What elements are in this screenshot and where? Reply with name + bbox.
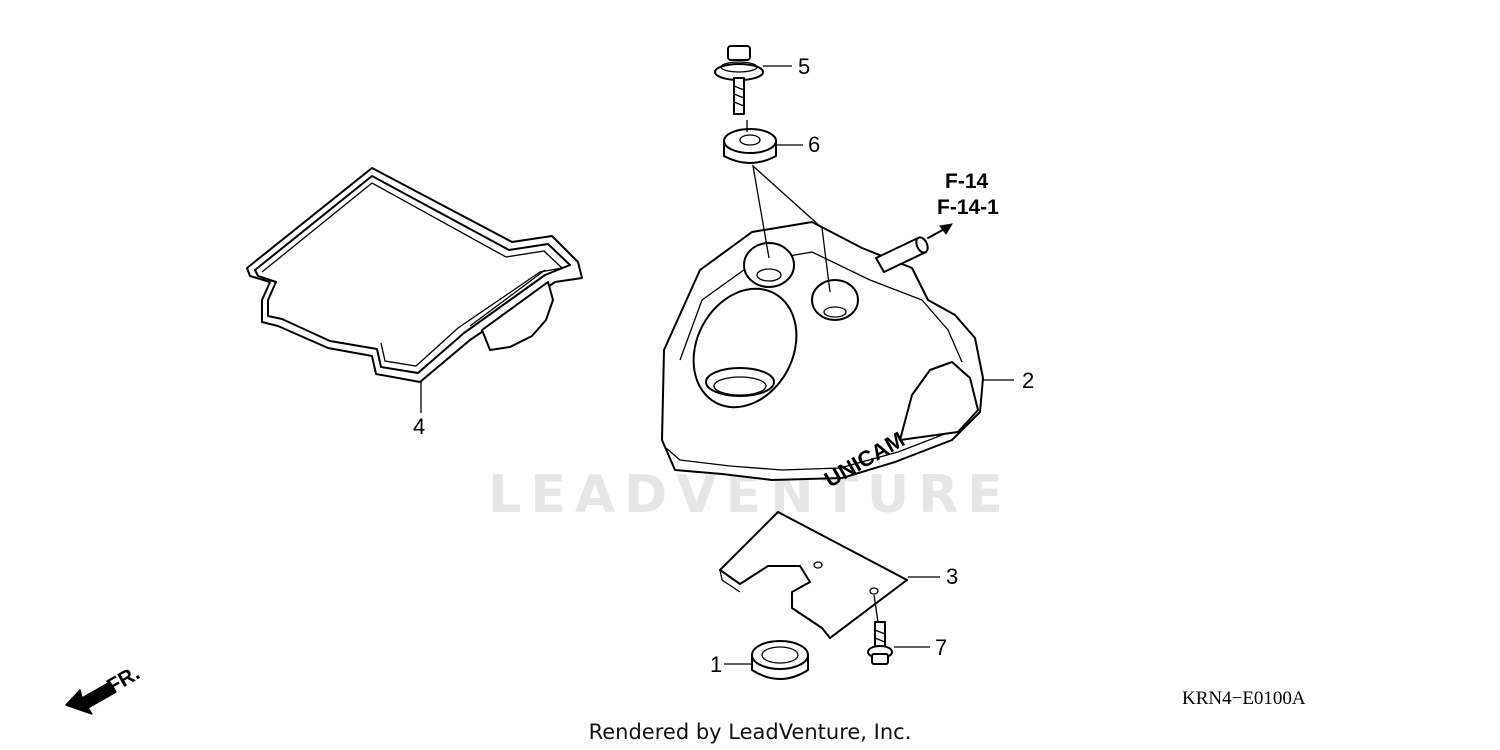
diagram-code: KRN4−E0100A <box>1182 688 1306 709</box>
cylinder-head-cover-part-2[interactable]: UNICAM <box>661 221 984 492</box>
callout-1[interactable]: 1 <box>710 652 722 677</box>
ref-f-14-1[interactable]: F-14-1 <box>937 196 999 219</box>
bolt-part-7[interactable] <box>867 621 893 665</box>
callout-2[interactable]: 2 <box>1022 368 1034 393</box>
bolt-part-5[interactable] <box>714 45 764 115</box>
callout-6[interactable]: 6 <box>808 132 820 157</box>
seal-ring-part-1[interactable] <box>751 640 809 680</box>
plate-part-3[interactable] <box>719 511 908 639</box>
callout-7[interactable]: 7 <box>935 635 947 660</box>
grommet-part-6[interactable] <box>723 128 777 164</box>
gasket-part-4[interactable] <box>246 167 583 383</box>
callout-3[interactable]: 3 <box>946 564 958 589</box>
credit-text: Rendered by LeadVenture, Inc. <box>589 720 912 744</box>
callout-4[interactable]: 4 <box>413 414 425 439</box>
ref-f-14[interactable]: F-14 <box>945 170 989 193</box>
callout-5[interactable]: 5 <box>798 54 810 79</box>
front-direction-arrow-icon <box>65 681 117 715</box>
